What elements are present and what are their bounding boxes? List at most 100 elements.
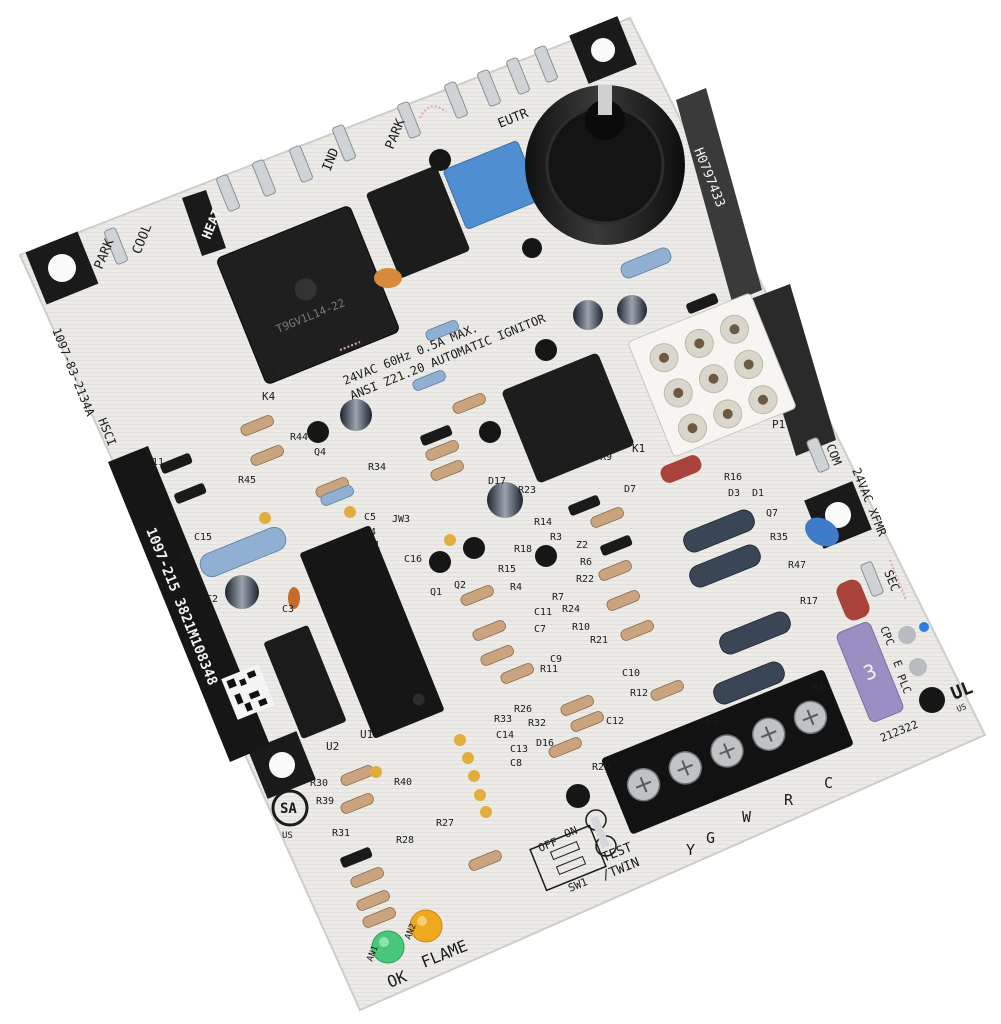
mov-varistor — [805, 517, 839, 547]
relay-k4-label: K4 — [262, 390, 276, 403]
svg-text:C9: C9 — [550, 654, 562, 665]
terminal-c[interactable]: C — [824, 774, 833, 792]
svg-text:C3: C3 — [282, 604, 294, 615]
svg-text:R28: R28 — [396, 835, 414, 846]
svg-text:D11: D11 — [146, 457, 164, 468]
svg-text:D5: D5 — [160, 514, 172, 525]
ic-u2 — [264, 625, 346, 739]
led-flame — [409, 909, 443, 943]
reference-designators: R44 R45 D11 D8 D5 C15 R1 C2 C3 Q4 R34 C5… — [146, 432, 830, 846]
svg-text:R21: R21 — [590, 635, 608, 646]
right-id-strip — [676, 88, 762, 302]
svg-text:R44: R44 — [290, 432, 308, 443]
svg-text:R40: R40 — [394, 777, 412, 788]
svg-text:Q7: Q7 — [766, 508, 778, 519]
svg-text:C12: C12 — [606, 716, 624, 727]
svg-text:R39: R39 — [316, 796, 334, 807]
pink-ink-marks — [339, 105, 907, 601]
dip-switch-sw1[interactable] — [529, 824, 607, 892]
svg-text:R33: R33 — [494, 714, 512, 725]
svg-text:US: US — [282, 831, 293, 841]
fuse: 3 — [836, 622, 904, 722]
terminal-y[interactable]: Y — [686, 841, 695, 859]
svg-text:R3: R3 — [550, 532, 562, 543]
svg-text:R1: R1 — [180, 552, 192, 563]
ic-u1 — [300, 525, 444, 739]
relay-small — [366, 166, 470, 278]
svg-text:Z2: Z2 — [576, 540, 588, 551]
svg-text:R34: R34 — [368, 462, 386, 473]
svg-text:R20: R20 — [812, 682, 830, 693]
svg-text:R4: R4 — [510, 582, 522, 593]
svg-text:C2: C2 — [206, 594, 218, 605]
svg-text:Q1: Q1 — [430, 587, 442, 598]
svg-text:JW1: JW1 — [362, 540, 380, 551]
pressure-switch — [525, 85, 685, 245]
terminal-block-ref: P3 — [706, 715, 719, 728]
relay-k1-label: K1 — [632, 442, 645, 455]
svg-text:C8: C8 — [510, 758, 522, 769]
svg-text:Q4: Q4 — [314, 447, 326, 458]
test-twin-jumper[interactable] — [585, 809, 617, 857]
led-ok — [371, 930, 405, 964]
svg-text:R11: R11 — [540, 664, 558, 675]
ceramic-capacitors — [259, 268, 492, 818]
svg-text:R18: R18 — [514, 544, 532, 555]
svg-text:R10: R10 — [572, 622, 590, 633]
electrolytic-capacitors — [225, 295, 647, 609]
transistors — [307, 149, 945, 808]
svg-text:C10: C10 — [622, 668, 640, 679]
mounting-holes — [25, 16, 872, 799]
svg-text:R24: R24 — [562, 604, 580, 615]
terminal-w[interactable]: W — [742, 808, 752, 826]
svg-text:R22: R22 — [576, 574, 594, 585]
svg-text:D7: D7 — [624, 484, 636, 495]
svg-text:ON: ON — [562, 824, 579, 841]
svg-text:R16: R16 — [724, 472, 742, 483]
svg-text:JW3: JW3 — [392, 514, 410, 525]
svg-text:R6: R6 — [580, 557, 592, 568]
svg-text:Q2: Q2 — [454, 580, 466, 591]
svg-text:C15: C15 — [194, 532, 212, 543]
heat-label-bg — [182, 190, 226, 256]
blue-led-indicator — [919, 622, 929, 632]
svg-text:R30: R30 — [310, 778, 328, 789]
svg-text:C11: C11 — [534, 607, 552, 618]
diodes — [160, 293, 719, 868]
connector-p1 — [628, 293, 796, 457]
svg-text:E: E — [890, 658, 905, 669]
terminal-labels: Y G W R C — [686, 774, 833, 859]
svg-text:R7: R7 — [552, 592, 564, 603]
svg-text:C16: C16 — [404, 554, 422, 565]
connector-p1-label: P1 — [772, 418, 785, 431]
svg-text:R17: R17 — [800, 596, 818, 607]
relay-k3: T9GV1L14-22 — [217, 206, 399, 384]
svg-text:C5: C5 — [364, 512, 376, 523]
terminal-r[interactable]: R — [784, 791, 794, 809]
svg-text:R31: R31 — [332, 828, 350, 839]
terminal-block — [601, 670, 853, 834]
svg-text:R14: R14 — [534, 517, 552, 528]
right-dark-strip — [748, 284, 836, 456]
ic-u1-label: U1 — [360, 728, 373, 741]
svg-text:R47: R47 — [788, 560, 806, 571]
svg-text:US: US — [955, 702, 967, 714]
csa-mark: SA US — [271, 789, 309, 841]
relay-k1 — [502, 353, 634, 483]
svg-text:D3: D3 — [728, 488, 740, 499]
svg-text:C7: C7 — [534, 624, 546, 635]
svg-text:R32: R32 — [528, 718, 546, 729]
datamatrix-code — [221, 664, 275, 720]
svg-text:D8: D8 — [150, 486, 162, 497]
svg-text:R45: R45 — [238, 475, 256, 486]
svg-text:R27: R27 — [436, 818, 454, 829]
svg-text:R23: R23 — [518, 485, 536, 496]
svg-text:SA: SA — [280, 801, 297, 817]
svg-text:D16: D16 — [536, 738, 554, 749]
terminal-g[interactable]: G — [706, 829, 715, 847]
svg-text:R15: R15 — [498, 564, 516, 575]
ic-u2-label: U2 — [326, 740, 339, 753]
svg-text:R35: R35 — [770, 532, 788, 543]
